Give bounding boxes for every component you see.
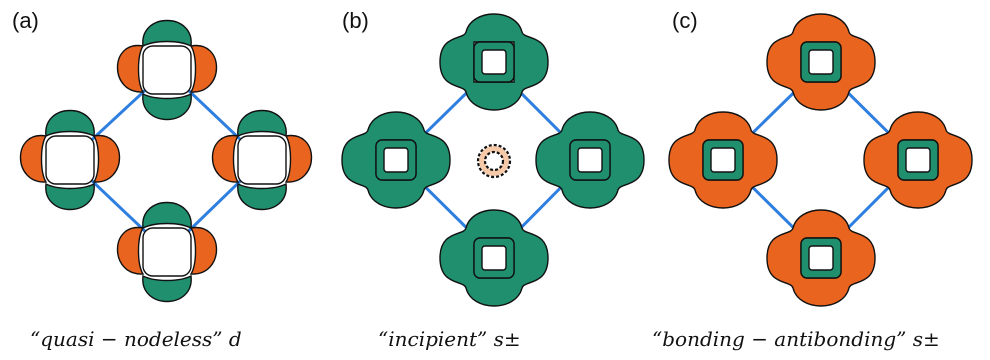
panel-b-pocket-left	[341, 111, 451, 209]
panel-c-pocket-right	[863, 111, 973, 209]
panel-b-pocket-top	[439, 13, 549, 111]
panel-a: (a)	[12, 8, 313, 351]
panel-a-pocket-left	[19, 109, 121, 211]
panel-b-caption: “incipient” s±	[378, 327, 521, 351]
panel-c-pocket-left	[668, 111, 778, 209]
panel-c-pocket-bottom	[766, 209, 876, 307]
panel-a-caption: “quasi − nodeless” d	[30, 327, 242, 351]
panel-c-caption: “bonding − antibonding” s±	[652, 327, 940, 351]
panel-c: (c) “bonding	[652, 8, 973, 351]
panel-c-letter: (c)	[672, 8, 698, 33]
panel-b-pocket-right	[535, 111, 645, 209]
panel-b-incipient-ring	[476, 143, 512, 179]
panel-a-pocket-top	[116, 19, 218, 121]
panel-b: (b)	[341, 8, 645, 351]
panel-a-pocket-bottom	[116, 201, 218, 303]
panel-a-letter: (a)	[12, 8, 39, 33]
panel-b-pocket-bottom	[439, 209, 549, 307]
panel-a-pocket-right	[211, 109, 313, 211]
panel-b-letter: (b)	[342, 8, 369, 33]
panel-c-pocket-top	[766, 13, 876, 111]
